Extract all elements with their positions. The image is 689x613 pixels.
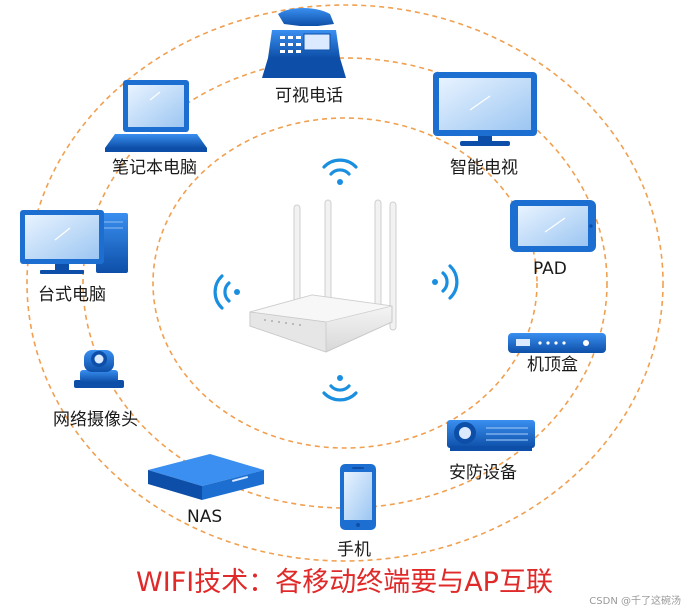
wifi-router: [250, 200, 396, 352]
smart-tv-icon: [433, 72, 537, 146]
diagram-caption: WIFI技术：各移动终端要与AP互联: [0, 566, 689, 600]
nas-icon: [148, 454, 264, 500]
label-desktop: 台式电脑: [38, 285, 106, 305]
label-security-device: 安防设备: [449, 463, 517, 483]
label-pad: PAD: [533, 259, 567, 279]
video-phone-icon: [262, 8, 346, 78]
security-device-icon: [447, 420, 535, 451]
label-network-camera: 网络摄像头: [53, 410, 138, 430]
laptop-icon: [105, 80, 207, 152]
tablet-icon: [510, 200, 596, 252]
mobile-phone-icon: [340, 464, 376, 530]
label-set-top-box: 机顶盒: [527, 355, 578, 375]
label-laptop: 笔记本电脑: [112, 158, 197, 178]
desktop-computer-icon: [20, 210, 128, 274]
label-mobile-phone: 手机: [337, 540, 371, 560]
label-video-phone: 可视电话: [275, 86, 343, 106]
wifi-signal-icon: [215, 160, 457, 400]
watermark: CSDN @千了这碗汤: [589, 592, 681, 607]
label-nas: NAS: [187, 507, 222, 527]
set-top-box-icon: [508, 333, 606, 353]
label-smart-tv: 智能电视: [450, 158, 518, 178]
network-camera-icon: [74, 350, 124, 388]
